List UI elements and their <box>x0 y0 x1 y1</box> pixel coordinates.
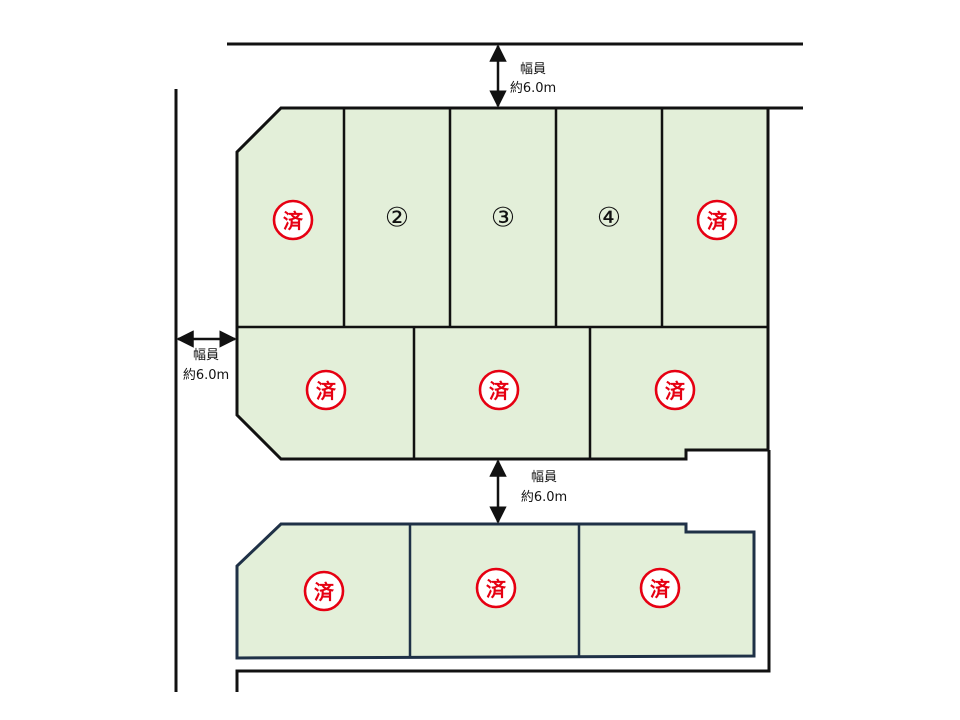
sold-stamp-icon <box>654 369 696 411</box>
sold-stamp-icon <box>478 369 520 411</box>
lot-number-label: ④ <box>597 203 621 234</box>
lot-north-8: 済 <box>654 369 696 411</box>
road-width-label-left-line2: 約6.0m <box>183 368 229 383</box>
sold-stamp-icon <box>696 199 738 241</box>
road-lines <box>174 42 803 692</box>
sold-stamp-icon <box>639 567 681 609</box>
road-width-label-middle-line1: 幅員 <box>531 470 557 485</box>
lot-north-6: 済 <box>305 369 347 411</box>
sold-stamp-label: 済 <box>665 379 686 403</box>
sold-stamp-label: 済 <box>316 379 337 403</box>
road-width-label-middle-line2: 約6.0m <box>521 490 567 505</box>
north-block <box>235 106 770 461</box>
lot-south-1: 済 <box>303 570 345 612</box>
sold-stamp-label: 済 <box>314 580 335 604</box>
sold-stamp-icon <box>303 570 345 612</box>
road-right-bottom-edge <box>235 450 771 692</box>
sold-stamp-label: 済 <box>707 209 728 233</box>
lot-south-2: 済 <box>475 567 517 609</box>
lot-north-5: 済 <box>696 199 738 241</box>
lot-north-4: ④ <box>597 203 621 234</box>
sold-stamp-icon <box>475 567 517 609</box>
sold-stamp-label: 済 <box>489 379 510 403</box>
north-block-outline <box>235 106 770 461</box>
lot-north-2: ② <box>385 203 409 234</box>
road-width-label-left-line1: 幅員 <box>193 348 219 363</box>
lot-north-7: 済 <box>478 369 520 411</box>
lot-number-label: ③ <box>491 203 515 234</box>
sold-stamp-label: 済 <box>283 209 304 233</box>
road-width-label-top-line1: 幅員 <box>520 62 546 77</box>
lot-north-1: 済 <box>272 199 314 241</box>
sold-stamp-icon <box>305 369 347 411</box>
sold-stamp-label: 済 <box>486 577 507 601</box>
lot-north-3: ③ <box>491 203 515 234</box>
lot-number-label: ② <box>385 203 409 234</box>
sold-stamp-label: 済 <box>650 577 671 601</box>
sold-stamp-icon <box>272 199 314 241</box>
lot-south-3: 済 <box>639 567 681 609</box>
road-width-label-top-line2: 約6.0m <box>510 81 556 96</box>
